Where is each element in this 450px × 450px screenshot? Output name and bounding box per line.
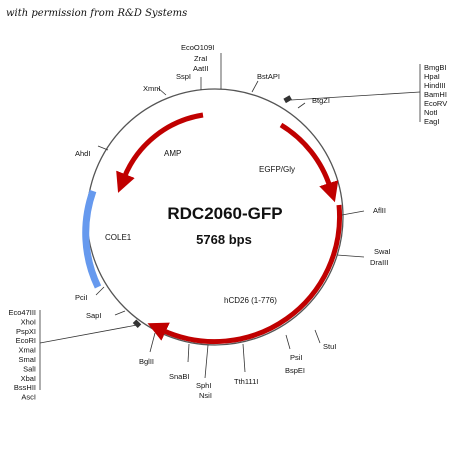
site-label-btgzi: BtgZI	[312, 96, 330, 105]
site-label-bspei: BspEI	[285, 366, 305, 375]
site-label-asci: AscI	[21, 393, 36, 402]
feature-label-egfp: EGFP/Gly	[259, 165, 295, 174]
site-label-sphi: SphI	[196, 381, 211, 390]
site-label-sapi: SapI	[86, 311, 101, 320]
site-label-zrai: ZraI	[194, 54, 207, 63]
site-label-xmai: XmaI	[18, 346, 36, 355]
site-label-pcii: PciI	[75, 293, 88, 302]
site-label-aflii: AflII	[373, 206, 386, 215]
site-label-sali: SalI	[23, 364, 36, 373]
site-label-xmni: XmnI	[143, 84, 161, 93]
site-label-xbai: XbaI	[21, 374, 36, 383]
site-label-aatii: AatII	[193, 64, 208, 73]
site-label-ahdi: AhdI	[75, 149, 90, 158]
site-label-swai: SwaI	[374, 247, 391, 256]
site-label-bamhi: BamHI	[424, 90, 447, 99]
site-label-bsshii: BssHII	[14, 383, 36, 392]
mcs-marker-top	[283, 95, 292, 104]
site-label-nsii: NsiI	[199, 391, 212, 400]
site-label-tth111i: Tth111I	[234, 377, 258, 386]
site-label-sspi: SspI	[176, 72, 191, 81]
site-label-bglii: BglII	[139, 357, 154, 366]
site-label-xhoi: XhoI	[21, 317, 36, 326]
site-label-ecori: EcoRI	[16, 336, 36, 345]
feature-label-hcd26: hCD26 (1-776)	[224, 296, 277, 305]
site-label-hindiii: HindIII	[424, 81, 446, 90]
site-label-stui: StuI	[323, 342, 336, 351]
site-label-snabi: SnaBI	[169, 372, 189, 381]
cole1-arc	[82, 189, 102, 289]
permission-credit: with permission from R&D Systems	[6, 8, 188, 19]
feature-label-cole1: COLE1	[105, 233, 132, 242]
egfp-arrow	[279, 122, 339, 203]
site-label-ecorv: EcoRV	[424, 99, 447, 108]
feature-label-amp: AMP	[164, 149, 181, 158]
site-label-bmgbi: BmgBI	[424, 63, 447, 72]
plasmid-name: RDC2060-GFP	[167, 204, 282, 223]
site-label-noti: NotI	[424, 108, 438, 117]
amp-arrow	[116, 112, 204, 193]
site-label-eco47iii: Eco47III	[8, 308, 36, 317]
site-label-pspxi: PspXI	[16, 327, 36, 336]
site-label-ecoo109i: EcoO109I	[181, 43, 214, 52]
site-label-draiii: DraIII	[370, 258, 388, 267]
mcs-marker-bottom	[132, 319, 142, 328]
site-label-eagi: EagI	[424, 117, 439, 126]
site-label-hpai: HpaI	[424, 72, 440, 81]
hcd26-arrow	[147, 204, 343, 345]
site-label-smai: SmaI	[18, 355, 36, 364]
site-ticks	[39, 53, 421, 390]
site-label-psii: PsiI	[290, 353, 303, 362]
mcs-bottom-list: Eco47IIIXhoIPspXIEcoRIXmaISmaISalIXbaIBs…	[8, 308, 36, 402]
plasmid-size: 5768 bps	[196, 232, 252, 247]
site-label-bstapi: BstAPI	[257, 72, 280, 81]
